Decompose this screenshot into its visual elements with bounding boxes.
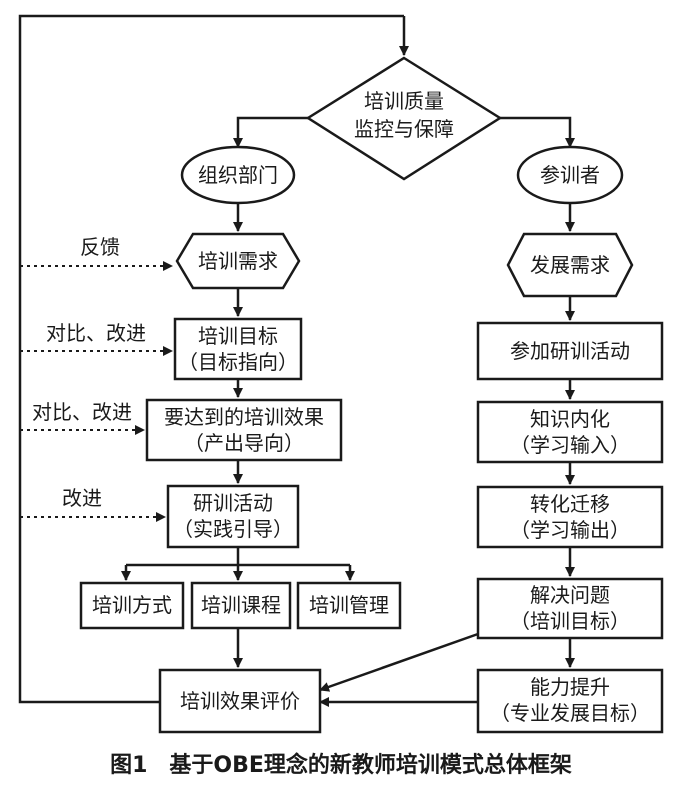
- eval-label: 培训效果评价: [180, 689, 300, 713]
- goal-box: [173, 317, 303, 381]
- trainee-label: 参训者: [540, 163, 600, 187]
- join-box: [476, 321, 664, 381]
- solve-label-1: 解决问题: [530, 583, 610, 607]
- compare-label-2: 对比、改进: [32, 400, 132, 424]
- shapes: [79, 56, 664, 734]
- solve-box: [476, 577, 664, 640]
- solve-label-2: （培训目标）: [510, 609, 630, 633]
- goal-label-2: （目标指向）: [178, 350, 298, 374]
- center-diamond: [305, 56, 503, 181]
- org-need-label: 培训需求: [198, 249, 278, 273]
- course-label: 培训课程: [201, 593, 281, 617]
- center-label-1: 培训质量: [364, 89, 444, 113]
- org-label: 组织部门: [198, 163, 278, 187]
- figure-caption: 图1 基于OBE理念的新教师培训模式总体框架: [110, 752, 572, 778]
- activity-box: [166, 484, 300, 549]
- join-label: 参加研训活动: [510, 339, 630, 363]
- effect-box: [145, 398, 343, 462]
- center-label-2: 监控与保障: [354, 117, 454, 141]
- ability-label-1: 能力提升: [530, 675, 610, 699]
- arrow-center-to-trainee: [500, 116, 575, 148]
- outer-loop-line: [18, 14, 404, 704]
- method-box: [79, 581, 185, 630]
- dev-need-label: 发展需求: [530, 253, 610, 277]
- activity-label-2: （实践引导）: [173, 517, 293, 541]
- improve-label: 改进: [62, 486, 102, 510]
- dev-need-hexagon: [506, 232, 634, 298]
- arrow-center-to-org: [233, 116, 308, 148]
- knowledge-label-1: 知识内化: [530, 407, 610, 431]
- effect-label-1: 要达到的培训效果: [164, 405, 324, 429]
- management-box: [296, 581, 402, 630]
- labels: 培训质量 监控与保障 组织部门 参训者 培训需求 发展需求 培训目标 （目标指向…: [32, 89, 650, 725]
- eval-box: [158, 668, 322, 734]
- course-box: [190, 581, 292, 630]
- transfer-label-2: （学习输出）: [510, 518, 630, 542]
- method-label: 培训方式: [92, 593, 172, 617]
- org-ellipse: [180, 145, 296, 205]
- transfer-box: [476, 485, 664, 549]
- management-label: 培训管理: [309, 593, 389, 617]
- connectors: [18, 14, 575, 707]
- transfer-label-1: 转化迁移: [530, 492, 610, 516]
- ability-box: [476, 668, 664, 734]
- goal-label-1: 培训目标: [198, 324, 278, 348]
- org-need-hexagon: [175, 232, 301, 290]
- effect-label-2: （产出导向）: [184, 431, 304, 455]
- activity-label-1: 研训活动: [193, 491, 273, 515]
- ability-label-2: （专业发展目标）: [490, 701, 650, 725]
- knowledge-box: [476, 400, 664, 464]
- feedback-label: 反馈: [80, 235, 120, 259]
- knowledge-label-2: （学习输入）: [510, 433, 630, 457]
- compare-label-1: 对比、改进: [46, 321, 146, 345]
- arrow-solve-to-eval: [319, 632, 479, 692]
- trainee-ellipse: [516, 145, 624, 205]
